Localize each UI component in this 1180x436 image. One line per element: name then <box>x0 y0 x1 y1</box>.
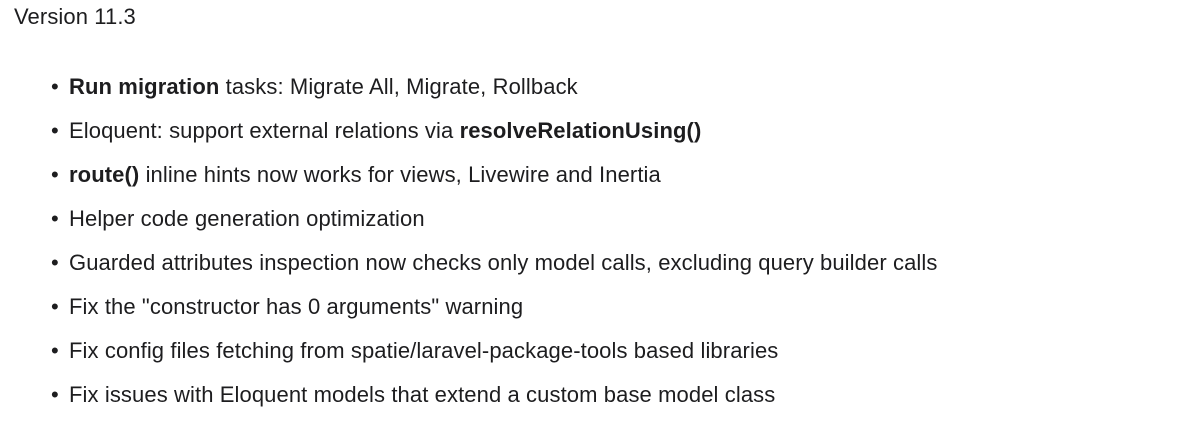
changelog-text: tasks: Migrate All, Migrate, Rollback <box>219 74 578 99</box>
changelog-text: Fix config files fetching from spatie/la… <box>69 338 779 363</box>
bullet-icon: • <box>51 206 59 231</box>
changelog-text: Eloquent: support external relations via <box>69 118 460 143</box>
changelog-list: • Run migration tasks: Migrate All, Migra… <box>14 65 1180 417</box>
changelog-item: • Fix issues with Eloquent models that ex… <box>14 373 1180 417</box>
changelog-text: Helper code generation optimization <box>69 206 425 231</box>
changelog-item: • Helper code generation optimization <box>14 197 1180 241</box>
changelog-text: Guarded attributes inspection now checks… <box>69 250 938 275</box>
changelog-item: • Run migration tasks: Migrate All, Migra… <box>14 65 1180 109</box>
bullet-icon: • <box>51 382 59 407</box>
changelog-item: • route() inline hints now works for view… <box>14 153 1180 197</box>
changelog-text-bold: route() <box>69 162 140 187</box>
changelog-text-bold: resolveRelationUsing() <box>459 118 702 143</box>
changelog-item: • Fix the "constructor has 0 arguments" w… <box>14 285 1180 329</box>
changelog-text-bold: Run migration <box>69 74 220 99</box>
bullet-icon: • <box>51 74 59 99</box>
changelog-item: • Guarded attributes inspection now check… <box>14 241 1180 285</box>
bullet-icon: • <box>51 294 59 319</box>
bullet-icon: • <box>51 118 59 143</box>
bullet-icon: • <box>51 250 59 275</box>
bullet-icon: • <box>51 338 59 363</box>
changelog-text: Fix the "constructor has 0 arguments" wa… <box>69 294 524 319</box>
changelog-text: inline hints now works for views, Livewi… <box>139 162 661 187</box>
changelog-text: Fix issues with Eloquent models that ext… <box>69 382 776 407</box>
changelog-item: • Eloquent: support external relations vi… <box>14 109 1180 153</box>
bullet-icon: • <box>51 162 59 187</box>
version-heading: Version 11.3 <box>14 4 136 29</box>
changelog-item: • Fix config files fetching from spatie/l… <box>14 329 1180 373</box>
